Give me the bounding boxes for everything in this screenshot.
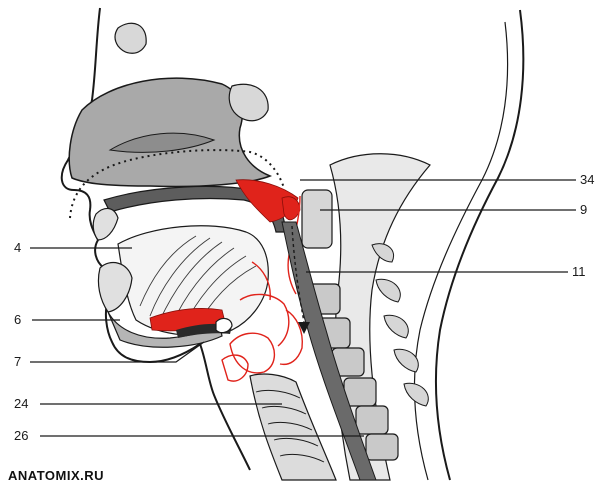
sphenoid-sinus bbox=[228, 83, 269, 122]
leader-line-7 bbox=[30, 341, 205, 363]
callout-label-4: 4 bbox=[14, 240, 21, 255]
spinous-process bbox=[393, 348, 419, 373]
site-watermark: ANATOMIX.RU bbox=[8, 468, 105, 483]
spinous-process bbox=[371, 243, 394, 263]
callout-label-24: 24 bbox=[14, 396, 28, 411]
tongue bbox=[117, 225, 269, 337]
airflow-arrow-line bbox=[291, 225, 305, 323]
callout-label-6: 6 bbox=[14, 312, 21, 327]
callout-label-11: 11 bbox=[572, 264, 586, 279]
airflow-arrowhead bbox=[298, 322, 310, 334]
posterior-neck-outline-inner bbox=[413, 21, 509, 481]
vertebra bbox=[301, 189, 333, 249]
spinous-process bbox=[403, 382, 429, 407]
callout-label-7: 7 bbox=[14, 354, 21, 369]
trachea bbox=[249, 373, 337, 481]
vertebra bbox=[365, 433, 399, 461]
vertebra bbox=[355, 405, 389, 435]
frontal-sinus bbox=[114, 22, 147, 54]
pharyngeal-muscle-upper bbox=[281, 196, 301, 221]
callout-label-26: 26 bbox=[14, 428, 28, 443]
spinous-process bbox=[383, 314, 409, 339]
lower-lip-teeth bbox=[97, 261, 133, 313]
posterior-neck-outline bbox=[434, 9, 525, 481]
callout-label-34: 34 bbox=[580, 172, 594, 187]
nasal-cavity bbox=[68, 77, 273, 188]
spinous-process bbox=[375, 278, 401, 303]
hyoid-bone bbox=[215, 317, 233, 334]
callout-label-9: 9 bbox=[580, 202, 587, 217]
vertebrae-group bbox=[301, 189, 429, 461]
airflow-dotted-path bbox=[69, 149, 285, 219]
upper-lip-teeth bbox=[92, 207, 119, 241]
tracheal-rings bbox=[255, 389, 325, 463]
hard-palate bbox=[103, 185, 287, 233]
nasal-concha bbox=[108, 132, 216, 153]
